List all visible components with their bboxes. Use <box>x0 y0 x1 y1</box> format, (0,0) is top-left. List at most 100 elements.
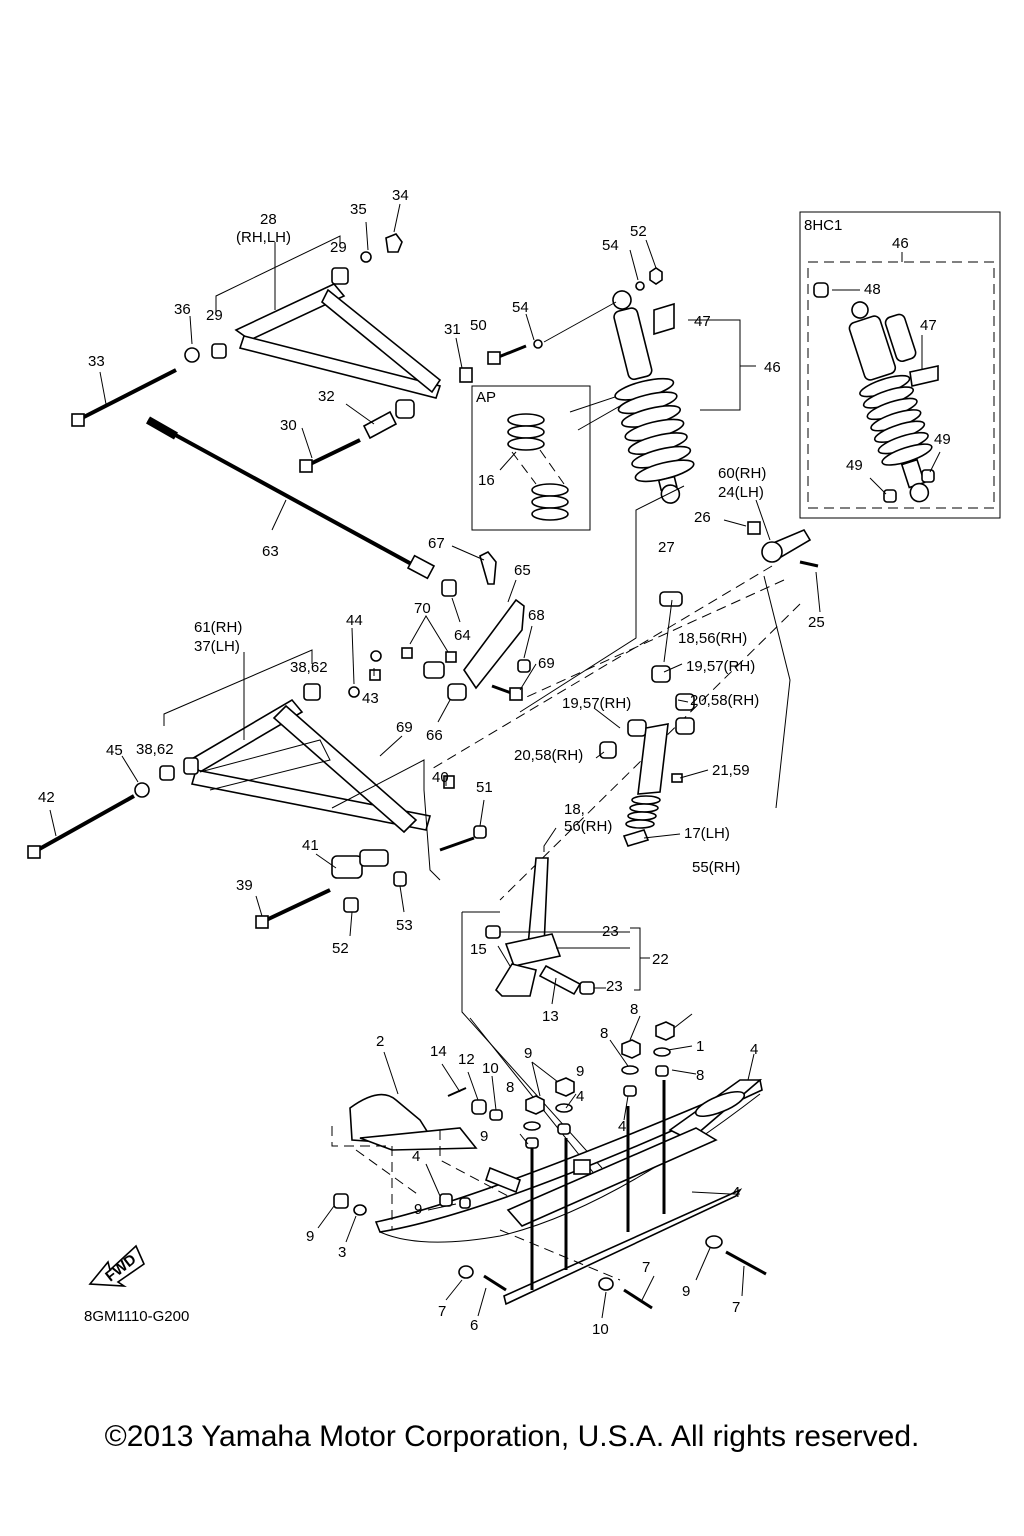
inset-8hc1: 8HC1 46 48 47 49 49 <box>799 211 1001 519</box>
callout-label: 8 <box>696 1067 704 1084</box>
inset-code: 8HC1 <box>804 217 842 234</box>
callout-label: 31 <box>444 321 461 338</box>
copyright-notice: ©2013 Yamaha Motor Corporation, U.S.A. A… <box>104 1420 920 1453</box>
callout-label: 15 <box>470 941 487 958</box>
callout-label: 9 <box>682 1283 690 1300</box>
callout-label: 1 <box>696 1038 704 1055</box>
callout-label: 69 <box>396 719 413 736</box>
callout-label: 65 <box>514 562 531 579</box>
callout-label: 4 <box>576 1088 584 1105</box>
callout-label: 8 <box>506 1079 514 1096</box>
callout-label: 14 <box>430 1043 447 1060</box>
callout-label: 20,58(RH) <box>690 692 759 709</box>
callout-label: 60(RH) <box>718 465 766 482</box>
linkage-parts <box>401 545 537 723</box>
callout-label: 32 <box>318 388 335 405</box>
ski-assembly <box>317 1013 767 1319</box>
callout-label: 26 <box>694 509 711 526</box>
callout-label: 13 <box>542 1008 559 1025</box>
callout-label: 7 <box>732 1299 740 1316</box>
callout-label: 12 <box>458 1051 475 1068</box>
callout-label: 37(LH) <box>194 638 240 655</box>
callout-label: 4 <box>732 1184 740 1201</box>
callout-label: 9 <box>306 1228 314 1245</box>
callout-label: 50 <box>470 317 487 334</box>
callout-label: 55(RH) <box>692 859 740 876</box>
callout-label: 54 <box>602 237 619 254</box>
callout-label: 41 <box>302 837 319 854</box>
callout-label: 63 <box>262 543 279 560</box>
callout-label: 30 <box>280 417 297 434</box>
callout-label: 21,59 <box>712 762 750 779</box>
callout-label: 9 <box>524 1045 532 1062</box>
callout: 49 <box>934 431 951 448</box>
callout-label: 19,57(RH) <box>686 658 755 675</box>
callout-label: 54 <box>512 299 529 316</box>
callout-label: 46 <box>764 359 781 376</box>
callout-label: 51 <box>476 779 493 796</box>
callout-label: 36 <box>174 301 191 318</box>
callout-label: 38,62 <box>290 659 328 676</box>
callout-label: 27 <box>658 539 675 556</box>
callout-label: 10 <box>482 1060 499 1077</box>
front-arm-assembly <box>71 203 543 473</box>
callout-label: 3 <box>338 1244 346 1261</box>
callout-label: 18, <box>564 801 585 818</box>
callout-label: 23 <box>602 923 619 940</box>
callout-label: 47 <box>694 313 711 330</box>
callout-label: 20,58(RH) <box>514 747 583 764</box>
callout-label: 64 <box>454 627 471 644</box>
detail-code: AP <box>476 389 496 406</box>
callout-label: (RH,LH) <box>236 229 291 246</box>
callout-label: 25 <box>808 614 825 631</box>
callout-label: 8 <box>600 1025 608 1042</box>
diagram-code: 8GM1110-G200 <box>84 1308 190 1325</box>
callout-label: 4 <box>618 1118 626 1135</box>
callout-label: 38,62 <box>136 741 174 758</box>
callout-label: 18,56(RH) <box>678 630 747 647</box>
callout-label: 39 <box>236 877 253 894</box>
lower-arm-assembly <box>27 627 487 937</box>
callout-label: 66 <box>426 727 443 744</box>
callout-label: 70 <box>414 600 431 617</box>
callout-label: 17(LH) <box>684 825 730 842</box>
callout-label: 52 <box>332 940 349 957</box>
rear-shock <box>519 239 756 713</box>
callout: 16 <box>478 472 495 489</box>
callout-label: 42 <box>38 789 55 806</box>
callout-label: 53 <box>396 917 413 934</box>
callout: 46 <box>892 235 909 252</box>
callout-label: 7 <box>438 1303 446 1320</box>
callout-label: 56(RH) <box>564 818 612 835</box>
callout-label: 9 <box>414 1201 422 1218</box>
tie-rod <box>146 416 436 580</box>
callout-label: 40 <box>432 769 449 786</box>
callout-label: 22 <box>652 951 669 968</box>
callout-label: 7 <box>642 1259 650 1276</box>
callout-label: 8 <box>630 1001 638 1018</box>
callout: 48 <box>864 281 881 298</box>
callout-label: 19,57(RH) <box>562 695 631 712</box>
callout-label: 67 <box>428 535 445 552</box>
detail-ap: AP 16 <box>471 385 649 531</box>
callout-label: 2 <box>376 1033 384 1050</box>
callout-label: 4 <box>412 1148 420 1165</box>
callout-label: 45 <box>106 742 123 759</box>
callout-label: 33 <box>88 353 105 370</box>
callout-label: 44 <box>346 612 363 629</box>
callout-label: 10 <box>592 1321 609 1338</box>
callout-label: 52 <box>630 223 647 240</box>
callout-label: 29 <box>330 239 347 256</box>
callout-label: 4 <box>750 1041 758 1058</box>
callout-label: 43 <box>362 690 379 707</box>
callout-label: 9 <box>576 1063 584 1080</box>
callout-label: 69 <box>538 655 555 672</box>
fwd-arrow-icon: FWD <box>88 1244 146 1287</box>
callout-label: 23 <box>606 978 623 995</box>
callout-label: 29 <box>206 307 223 324</box>
callout-label: 28 <box>260 211 277 228</box>
callout-label: 24(LH) <box>718 484 764 501</box>
callout-label: 34 <box>392 187 409 204</box>
